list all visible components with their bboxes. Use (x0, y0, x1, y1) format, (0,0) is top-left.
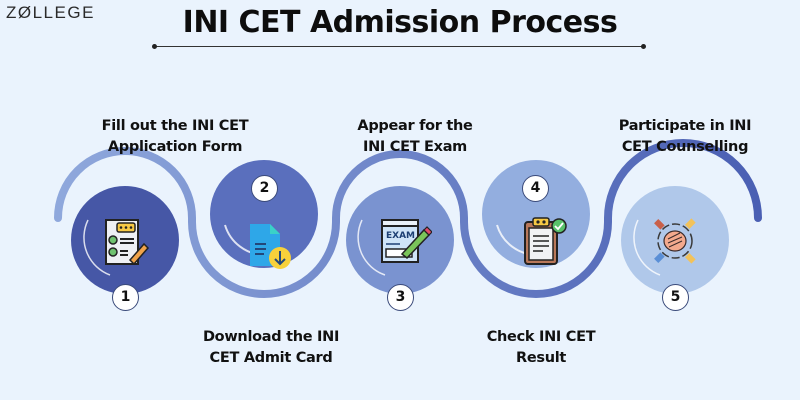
svg-text:EXAM: EXAM (386, 231, 415, 241)
application-form-icon (105, 219, 150, 266)
step-1-label-line1: Fill out the INI CET (101, 118, 249, 134)
step-4-circle (482, 160, 590, 268)
step-1-label: Fill out the INI CET Application Form (90, 116, 260, 158)
step-3-label: Appear for the INI CET Exam (330, 116, 500, 158)
result-clipboard-icon (524, 217, 567, 265)
underline-dot-right (641, 44, 646, 49)
step-3-label-line2: INI CET Exam (362, 139, 467, 155)
step-3-label-line1: Appear for the (357, 118, 473, 134)
step-1-number-badge: 1 (112, 284, 139, 311)
title-underline (155, 46, 643, 47)
step-3-number-badge: 3 (387, 284, 414, 311)
step-2-number-badge: 2 (251, 175, 278, 202)
step-4-number-badge: 4 (522, 175, 549, 202)
connector-wave (54, 139, 762, 298)
step-2-label: Download the INI CET Admit Card (186, 327, 356, 369)
document-download-icon (250, 224, 291, 269)
step-1-label-line2: Application Form (107, 139, 243, 155)
step-5-number-badge: 5 (662, 284, 689, 311)
step-5-label-line1: Participate in INI (618, 118, 752, 134)
step-2-circle (210, 160, 318, 268)
step-4-label: Check INI CET Result (466, 327, 616, 369)
step-4-label-line2: Result (515, 350, 567, 366)
underline-dot-left (152, 44, 157, 49)
teamwork-hands-icon (654, 218, 696, 264)
step-5-label: Participate in INI CET Counselling (600, 116, 770, 158)
step-2-label-line1: Download the INI (202, 329, 340, 345)
step-2-label-line2: CET Admit Card (209, 350, 333, 366)
zollege-logo: ZØLLEGE (6, 3, 95, 22)
exam-paper-icon: EXAM (381, 219, 432, 263)
step-5-label-line2: CET Counselling (621, 139, 749, 155)
page-title: INI CET Admission Process (182, 5, 618, 40)
step-4-label-line1: Check INI CET (486, 329, 596, 345)
